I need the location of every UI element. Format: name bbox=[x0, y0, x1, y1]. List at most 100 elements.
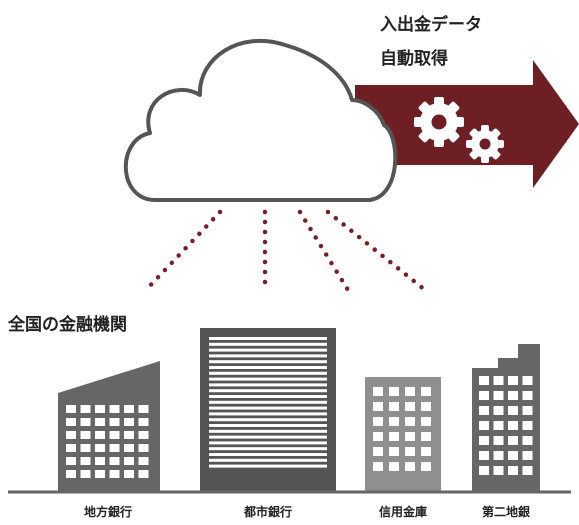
facade-stripe bbox=[209, 342, 327, 346]
window bbox=[479, 376, 489, 385]
facade-stripe bbox=[209, 447, 327, 451]
window bbox=[405, 402, 415, 411]
window bbox=[405, 462, 415, 471]
window bbox=[124, 444, 134, 452]
window bbox=[124, 470, 134, 478]
small-gear-icon bbox=[466, 125, 504, 163]
facade-stripe bbox=[209, 406, 327, 410]
bank-label-credit-union: 信用金庫 bbox=[379, 504, 427, 519]
window bbox=[373, 402, 383, 411]
window bbox=[124, 457, 134, 465]
bank-label-second-regional: 第二地銀 bbox=[482, 504, 530, 519]
facade-stripe bbox=[209, 435, 327, 439]
window bbox=[138, 457, 149, 465]
window bbox=[80, 418, 91, 426]
bank-label-regional: 地方銀行 bbox=[84, 504, 132, 519]
flow-label-line2: 自動取得 bbox=[380, 48, 448, 69]
window bbox=[109, 470, 120, 478]
window bbox=[421, 417, 431, 426]
facade-stripe bbox=[209, 348, 327, 352]
window bbox=[522, 376, 533, 385]
window bbox=[522, 436, 533, 445]
facade-stripe bbox=[209, 400, 327, 404]
window bbox=[66, 405, 76, 413]
window bbox=[479, 406, 489, 415]
cloud-icon bbox=[123, 38, 398, 202]
facade-stripe bbox=[209, 395, 327, 398]
bank-label-city: 都市銀行 bbox=[243, 504, 292, 519]
window bbox=[80, 431, 91, 439]
window bbox=[95, 418, 105, 426]
building-credit-union bbox=[365, 377, 441, 492]
window bbox=[66, 431, 76, 439]
connector-line bbox=[325, 209, 428, 293]
window bbox=[124, 431, 134, 439]
window bbox=[493, 436, 504, 445]
window bbox=[80, 405, 91, 413]
facade-stripe bbox=[209, 429, 327, 433]
window bbox=[493, 451, 504, 460]
facade-stripe bbox=[209, 389, 327, 393]
window bbox=[493, 421, 504, 430]
building-second-regional-bank bbox=[472, 344, 540, 492]
window bbox=[389, 462, 399, 471]
connector-line bbox=[143, 209, 223, 293]
window bbox=[522, 466, 533, 475]
window bbox=[109, 418, 120, 426]
facade-stripe bbox=[209, 412, 327, 416]
window bbox=[80, 470, 91, 478]
window bbox=[421, 387, 431, 396]
window bbox=[95, 457, 105, 465]
window bbox=[373, 387, 383, 396]
window bbox=[66, 457, 76, 465]
section-title: 全国の金融機関 bbox=[7, 314, 127, 335]
window bbox=[80, 457, 91, 465]
window bbox=[95, 405, 105, 413]
facade-stripe bbox=[209, 418, 327, 422]
facade-stripe bbox=[209, 458, 327, 462]
facade-stripe bbox=[209, 464, 327, 468]
window bbox=[373, 417, 383, 426]
window bbox=[421, 402, 431, 411]
dotted-connectors bbox=[143, 209, 428, 293]
window bbox=[421, 432, 431, 441]
facade-stripe bbox=[209, 453, 327, 456]
window bbox=[479, 436, 489, 445]
facade-stripe bbox=[209, 424, 327, 427]
window bbox=[109, 431, 120, 439]
window bbox=[138, 470, 149, 478]
building-city-bank bbox=[200, 328, 336, 492]
window bbox=[373, 447, 383, 456]
window bbox=[479, 466, 489, 475]
window bbox=[373, 432, 383, 441]
window bbox=[421, 462, 431, 471]
window bbox=[405, 447, 415, 456]
facade-stripe bbox=[209, 441, 327, 445]
window bbox=[109, 457, 120, 465]
window bbox=[508, 421, 518, 430]
window bbox=[405, 432, 415, 441]
window bbox=[522, 421, 533, 430]
facade-stripe bbox=[209, 360, 327, 364]
window bbox=[479, 391, 489, 400]
window bbox=[389, 402, 399, 411]
window bbox=[95, 470, 105, 478]
window bbox=[109, 405, 120, 413]
window bbox=[138, 444, 149, 452]
window bbox=[138, 431, 149, 439]
window bbox=[389, 447, 399, 456]
window bbox=[405, 387, 415, 396]
window bbox=[508, 451, 518, 460]
facade-stripe bbox=[209, 377, 327, 381]
window bbox=[138, 405, 149, 413]
window bbox=[405, 417, 415, 426]
window bbox=[373, 462, 383, 471]
flow-arrow bbox=[355, 60, 579, 188]
window bbox=[389, 387, 399, 396]
connector-line bbox=[297, 209, 351, 293]
window bbox=[124, 418, 134, 426]
window bbox=[66, 470, 76, 478]
window bbox=[508, 436, 518, 445]
window bbox=[493, 391, 504, 400]
